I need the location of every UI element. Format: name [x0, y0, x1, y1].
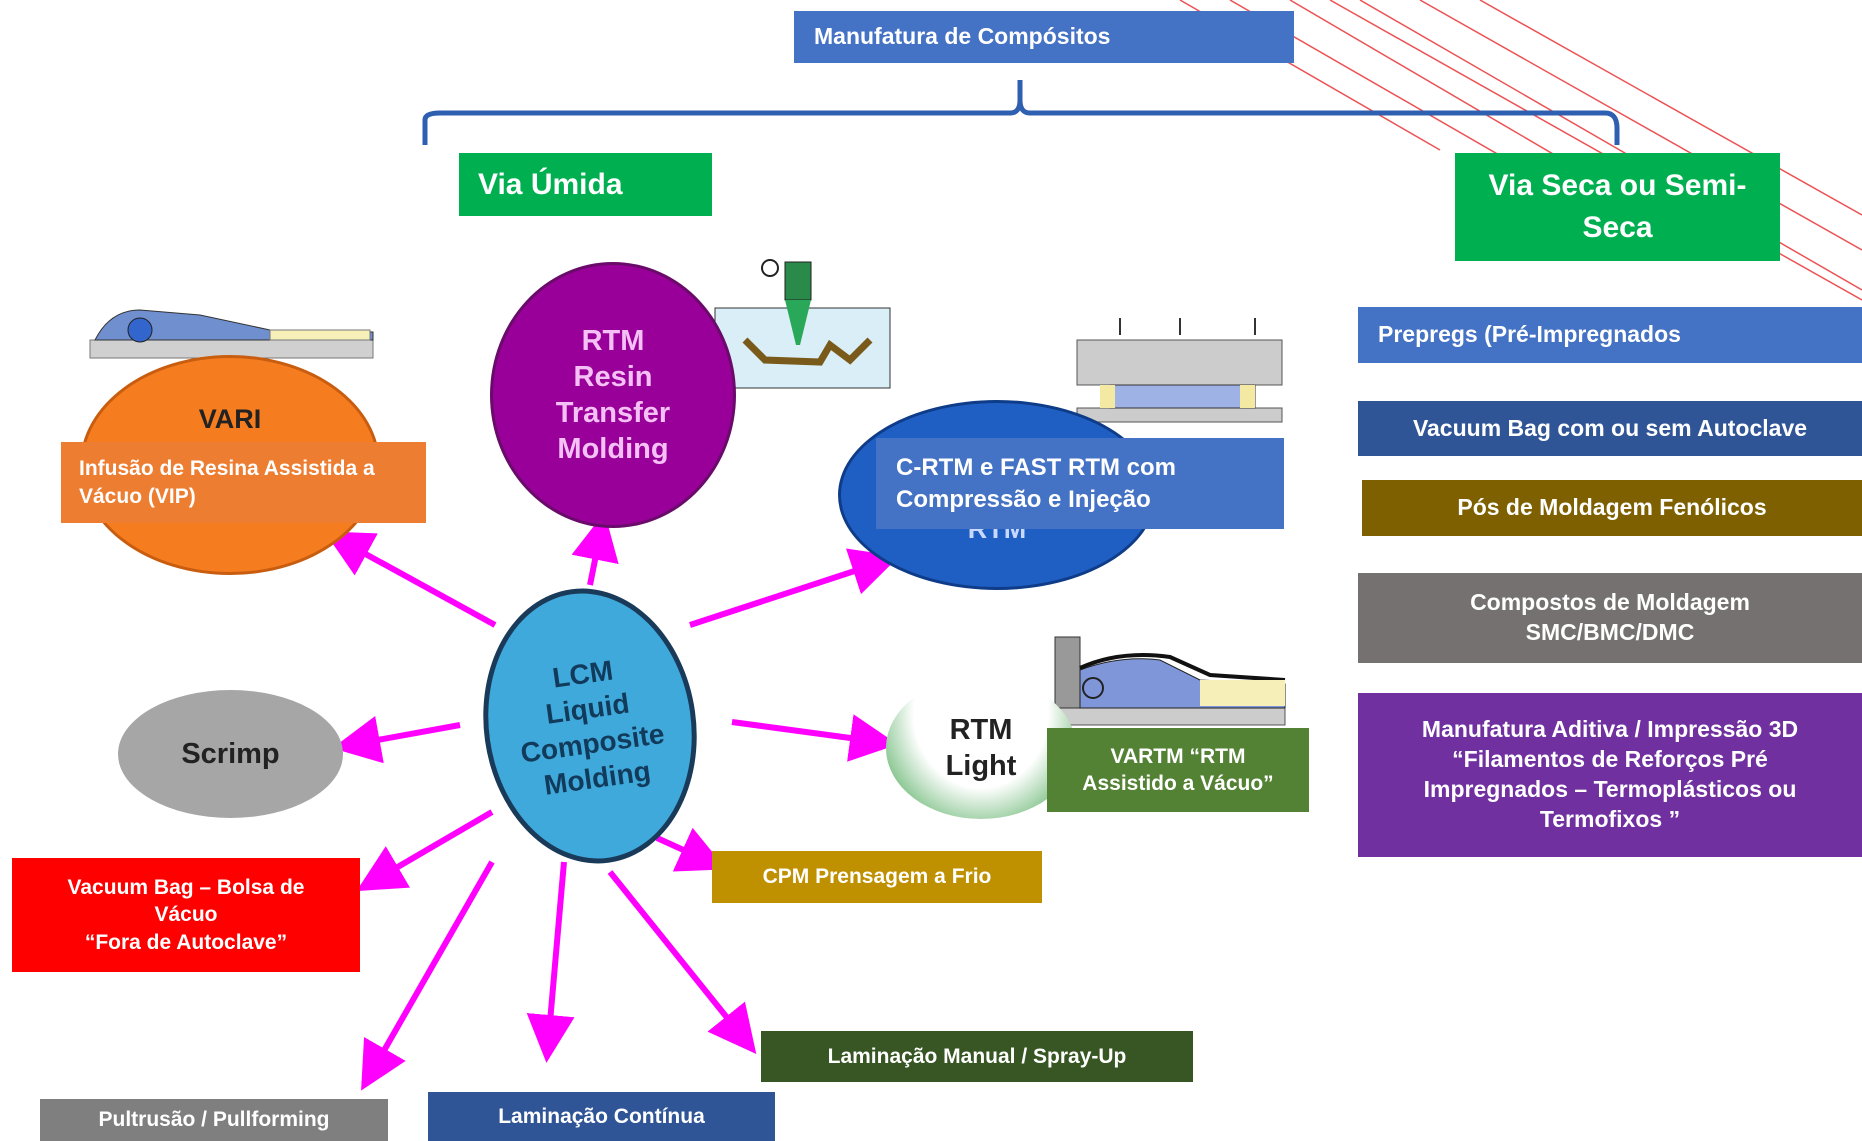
arrow-to-vacuum-bag	[356, 809, 494, 892]
branch-wet: Via Úmida	[459, 153, 712, 216]
rtm-light-illustration	[1054, 636, 1286, 726]
label-additive: Manufatura Aditiva / Impressão 3D “Filam…	[1358, 693, 1862, 857]
label-manual-spray: Laminação Manual / Spray-Up	[761, 1031, 1193, 1082]
arrow-to-rtm	[571, 512, 619, 586]
circle-rtm: RTM Resin Transfer Molding	[490, 262, 736, 528]
crtm-press-illustration	[1076, 318, 1283, 423]
arrow-to-continuous	[526, 861, 575, 1063]
arrow-to-manual	[607, 870, 757, 1055]
arrow-to-scrimp	[332, 716, 461, 764]
label-phenolic: Pós de Moldagem Fenólicos	[1362, 480, 1862, 536]
arrow-to-rtm-light	[731, 714, 898, 762]
label-compounds: Compostos de Moldagem SMC/BMC/DMC	[1358, 573, 1862, 663]
label-vartm: VARTM “RTM Assistido a Vácuo”	[1047, 728, 1309, 812]
arrow-to-pultrusion	[361, 860, 495, 1091]
bracket	[422, 80, 1620, 145]
circle-vari-label: VARI	[198, 404, 262, 434]
branch-dry: Via Seca ou Semi- Seca	[1455, 153, 1780, 261]
circle-scrimp: Scrimp	[118, 690, 343, 818]
rtm-mold-illustration	[714, 259, 891, 389]
circle-rtm-light: RTM Light	[886, 677, 1076, 819]
label-pultrusion: Pultrusão / Pullforming	[40, 1099, 388, 1141]
label-continuous: Laminação Contínua	[428, 1092, 775, 1141]
circle-scrimp-label: Scrimp	[181, 737, 280, 770]
arrow-to-cpm	[655, 827, 727, 872]
label-prepregs: Prepregs (Pré-Impregnados	[1358, 307, 1862, 363]
label-vacuum-bag-dry: Vacuum Bag com ou sem Autoclave	[1358, 401, 1862, 456]
label-vacuum-bag-wet: Vacuum Bag – Bolsa de Vácuo “Fora de Aut…	[12, 858, 360, 972]
circle-lcm-label: LCM Liquid Composite Molding	[518, 654, 667, 801]
arrow-to-vari	[324, 531, 497, 628]
label-crtm: C-RTM e FAST RTM com Compressão e Injeçã…	[876, 438, 1284, 529]
label-cpm: CPM Prensagem a Frio	[712, 851, 1042, 903]
lcm-arrows	[324, 512, 900, 1091]
arrow-to-crtm	[689, 548, 900, 628]
label-vip: Infusão de Resina Assistida a Vácuo (VIP…	[61, 442, 426, 523]
diagram-title: Manufatura de Compósitos	[794, 11, 1294, 63]
vari-mold-illustration	[89, 309, 374, 359]
circle-rtm-label: RTM Resin Transfer Molding	[555, 324, 671, 466]
circle-rtm-light-label: RTM Light	[945, 713, 1017, 782]
